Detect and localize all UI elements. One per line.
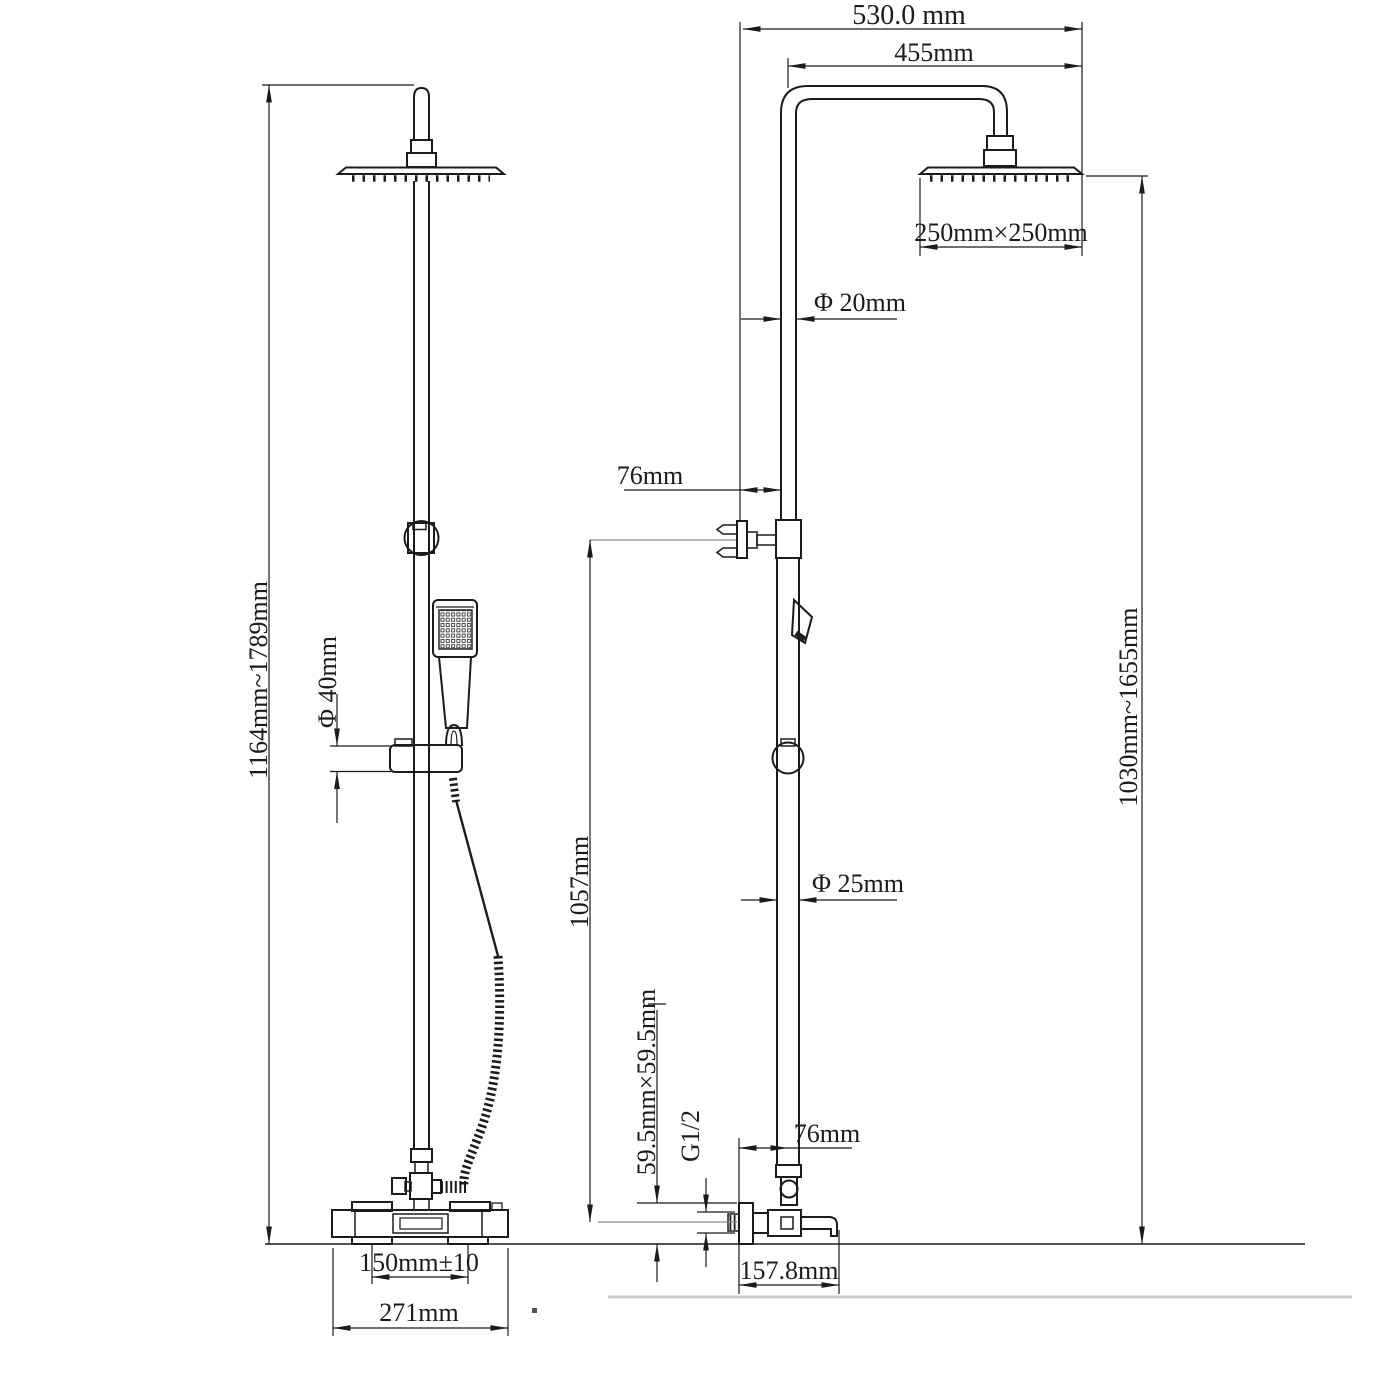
head-connector-flare-front: [983, 149, 1017, 167]
dim-base-total-width: 271mm: [379, 1298, 458, 1327]
valve-window: [399, 1217, 443, 1230]
dim-side-total-height: 1164mm~1789mm: [244, 581, 273, 779]
shower-arm-front: [780, 85, 1008, 136]
rain-shower-head-front: [917, 166, 1085, 175]
thermostatic-valve-front: [727, 1164, 838, 1245]
hose-outlet-port: [431, 1179, 442, 1194]
thermostatic-valve-side: [331, 1201, 509, 1245]
diverter-knob: [391, 1177, 407, 1195]
hand-shower-holder-hook: [790, 597, 814, 645]
bracket-screw-bottom: [715, 547, 738, 558]
dim-slider-diameter: Φ 40mm: [313, 636, 342, 728]
scan-artifact-dot: [532, 1308, 537, 1313]
diverter-knob-front: [779, 1179, 799, 1199]
bracket-wall-flange: [736, 520, 748, 559]
dim-lower-pipe-diameter: Φ 25mm: [812, 869, 904, 898]
dim-thread-size: G1/2: [676, 1110, 705, 1162]
inlet-nut: [752, 1212, 769, 1234]
dim-head-size: 250mm×250mm: [914, 218, 1088, 247]
head-connector-flare-side: [406, 152, 437, 168]
bracket-pipe-collar: [775, 519, 802, 559]
dim-inlet-spacing: 150mm±10: [359, 1248, 479, 1277]
shower-hose: [449, 777, 505, 1187]
front-view: [715, 85, 1085, 1245]
upper-riser-pipe-front: [780, 113, 797, 521]
wall-flange-front: [738, 1202, 754, 1245]
tub-spout: [800, 1216, 838, 1237]
valve-body-side: [331, 1209, 509, 1238]
dim-valve-total-depth: 157.8mm: [740, 1256, 839, 1285]
riser-pipe-side: [413, 181, 430, 1149]
height-adjust-collar-side: [403, 520, 440, 556]
dim-bracket-wall-offset: 76mm: [617, 461, 683, 490]
shower-arm-side: [413, 86, 430, 141]
dim-valve-wall-offset: 76mm: [794, 1119, 860, 1148]
dim-top-total-depth: 530.0 mm: [852, 0, 966, 31]
hand-shower-handle: [437, 656, 473, 729]
dim-front-total-height: 1030mm~1655mm: [1114, 608, 1143, 807]
head-connector-nut-front: [986, 135, 1014, 151]
valve-window-frame: [392, 1213, 449, 1234]
hand-shower-nozzle-grid: [438, 609, 473, 650]
valve-body-front: [767, 1209, 802, 1237]
valve-foot-right: [447, 1236, 489, 1245]
slider-bracket-side: [389, 738, 463, 773]
shower-hose-coil: [459, 955, 505, 1187]
dim-valve-face-size: 59.5mm×59.5mm: [632, 989, 661, 1176]
bracket-screw-top: [715, 524, 738, 535]
dim-upper-pipe-diameter: Φ 20mm: [814, 288, 906, 317]
valve-foot-left: [351, 1236, 393, 1245]
hand-shower-hose-nut: [445, 723, 463, 747]
dim-riser-height: 1057mm: [565, 836, 594, 928]
dim-arm-reach: 455mm: [894, 38, 973, 67]
dimensions: 1164mm~1789mm Φ 40mm 150mm±10 271mm 530.…: [244, 0, 1305, 1336]
wall-bracket: [715, 519, 802, 559]
lower-riser-pipe-front: [776, 558, 800, 1165]
hand-shower: [432, 599, 478, 747]
head-connector-nut-side: [410, 139, 433, 154]
side-view: [331, 86, 509, 1245]
rain-shower-head-side: [335, 166, 507, 175]
slider-knob-front: [771, 738, 805, 775]
diverter-assembly-side: [391, 1148, 468, 1211]
